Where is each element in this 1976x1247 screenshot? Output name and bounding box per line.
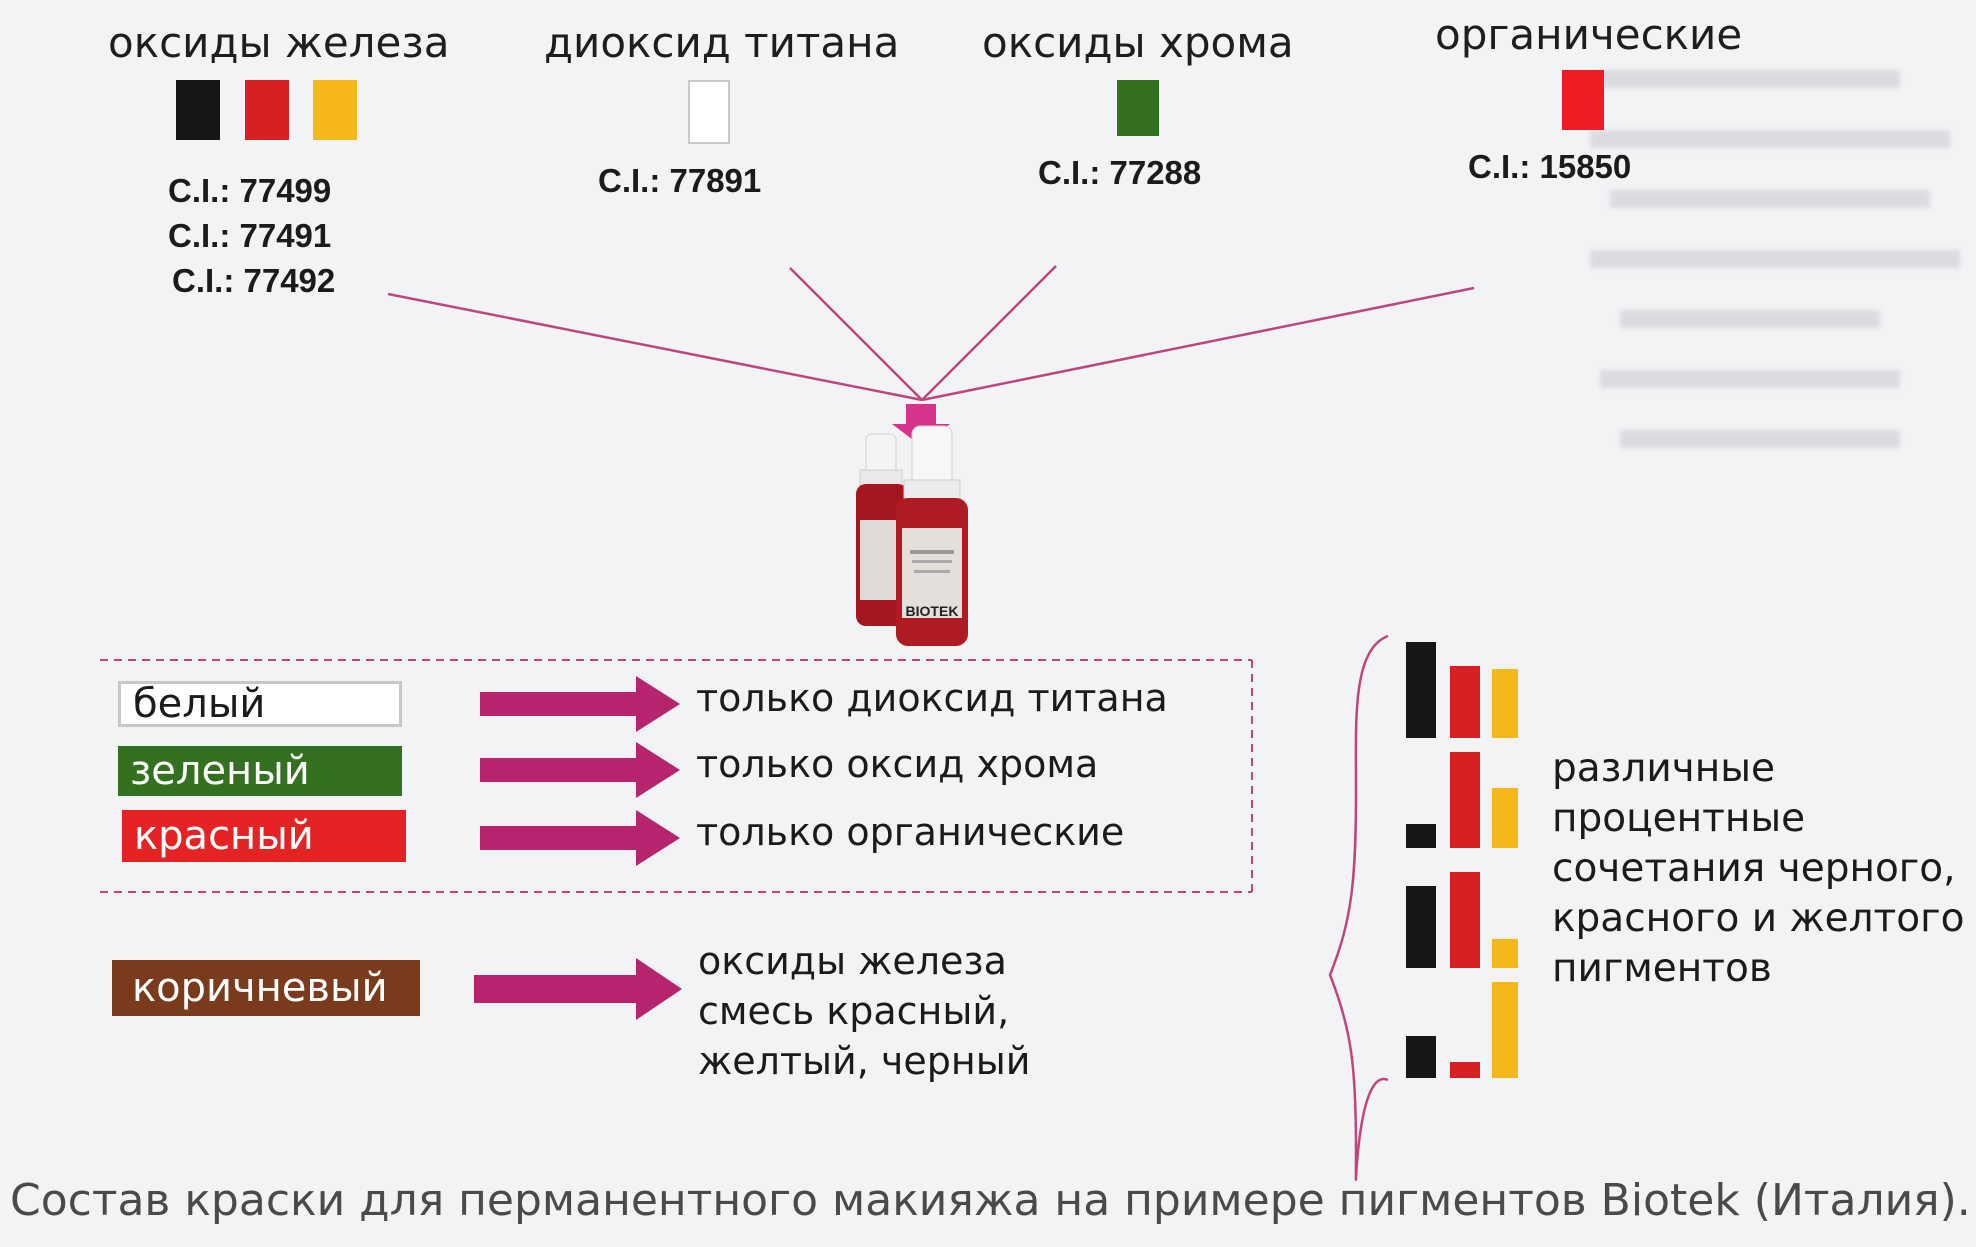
label-red: красный: [122, 810, 406, 862]
mix-bar-yellow: [1492, 939, 1518, 968]
mix-description-line: сочетания черного,: [1552, 846, 1956, 891]
result-green: только оксид хрома: [696, 742, 1099, 786]
result-brown-line: оксиды железа: [698, 939, 1007, 983]
result-red: только органические: [696, 810, 1125, 854]
label-green: зеленый: [118, 746, 402, 796]
mix-bar-red: [1450, 752, 1480, 848]
group-title-titanium-dioxide: диоксид титана: [544, 18, 900, 67]
group-title-chromium-oxides: оксиды хрома: [982, 18, 1294, 67]
bottle-brand-label: BIOTEK: [906, 603, 959, 619]
swatch-iron-yellow: [313, 80, 357, 140]
mix-bar-black: [1406, 642, 1436, 738]
label-brown: коричневый: [112, 960, 420, 1016]
ci-code: C.I.: 15850: [1468, 148, 1632, 185]
background-texture: [1580, 40, 1976, 520]
figure-caption: Состав краски для перманентного макияжа …: [10, 1175, 1971, 1226]
ci-code: C.I.: 77288: [1038, 154, 1202, 191]
mix-bar-yellow: [1492, 982, 1518, 1078]
mix-bar-black: [1406, 1036, 1436, 1078]
ink-bottles-icon: BIOTEK: [850, 420, 1000, 650]
result-white: только диоксид титана: [696, 676, 1168, 720]
ci-code: C.I.: 77492: [172, 262, 336, 299]
mix-bar-black: [1406, 886, 1436, 968]
swatch-iron-red: [245, 80, 289, 140]
swatch-iron-black: [176, 80, 220, 140]
mix-bar-yellow: [1492, 788, 1518, 848]
mix-description: различные процентные сочетания черного, …: [1552, 744, 1965, 994]
swatch-organic-red: [1562, 70, 1604, 130]
ci-code: C.I.: 77891: [598, 162, 762, 199]
mix-bar-red: [1450, 1062, 1480, 1078]
ci-code: C.I.: 77499: [168, 172, 332, 209]
result-brown: оксиды железа смесь красный, желтый, чер…: [698, 936, 1030, 1086]
mix-bar-yellow: [1492, 669, 1518, 738]
group-title-organic: органические: [1435, 10, 1743, 59]
mix-bar-red: [1450, 666, 1480, 738]
mix-description-line: различные: [1552, 746, 1775, 791]
ci-code: C.I.: 77491: [168, 217, 332, 254]
mix-description-line: пигментов: [1552, 946, 1772, 991]
mix-description-line: красного и желтого: [1552, 896, 1965, 941]
swatch-chromium-green: [1117, 80, 1159, 136]
mix-description-line: процентные: [1552, 796, 1806, 841]
mix-bar-black: [1406, 824, 1436, 848]
label-white: белый: [118, 681, 402, 727]
result-brown-line: смесь красный,: [698, 989, 1010, 1033]
mix-bar-red: [1450, 872, 1480, 968]
swatch-titanium-white: [688, 80, 730, 144]
result-brown-line: желтый, черный: [698, 1039, 1031, 1083]
group-title-iron-oxides: оксиды железа: [108, 18, 450, 67]
